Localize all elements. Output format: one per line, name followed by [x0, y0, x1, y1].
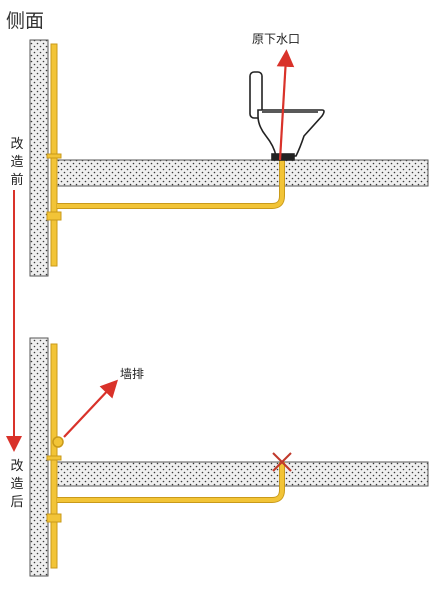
pipe-collar — [46, 153, 62, 159]
wall-drain-outlet — [52, 436, 64, 448]
label-wall-drain: 墙排 — [120, 367, 145, 381]
arrow-original-outlet — [276, 49, 295, 161]
pipe-junction-after — [46, 513, 62, 523]
toilet-icon — [249, 71, 325, 161]
floor-slab-before — [55, 159, 429, 187]
floor-slab-after — [55, 461, 429, 487]
pipe-collar-after — [46, 455, 62, 461]
label-after: 改造后 — [10, 459, 24, 510]
label-before: 改造前 — [10, 137, 24, 188]
before-section — [29, 39, 429, 277]
wall-after — [29, 337, 49, 577]
arrow-wall-drain — [63, 379, 119, 438]
wall-before — [29, 39, 49, 277]
diagram-title: 侧面 — [6, 10, 45, 32]
drain-pipe-before — [57, 160, 284, 208]
blocked-cross-icon — [272, 452, 292, 472]
pipe-junction — [46, 211, 62, 221]
drain-pipe-after — [57, 462, 284, 502]
after-section — [29, 337, 429, 577]
label-original-outlet: 原下水口 — [252, 32, 301, 46]
